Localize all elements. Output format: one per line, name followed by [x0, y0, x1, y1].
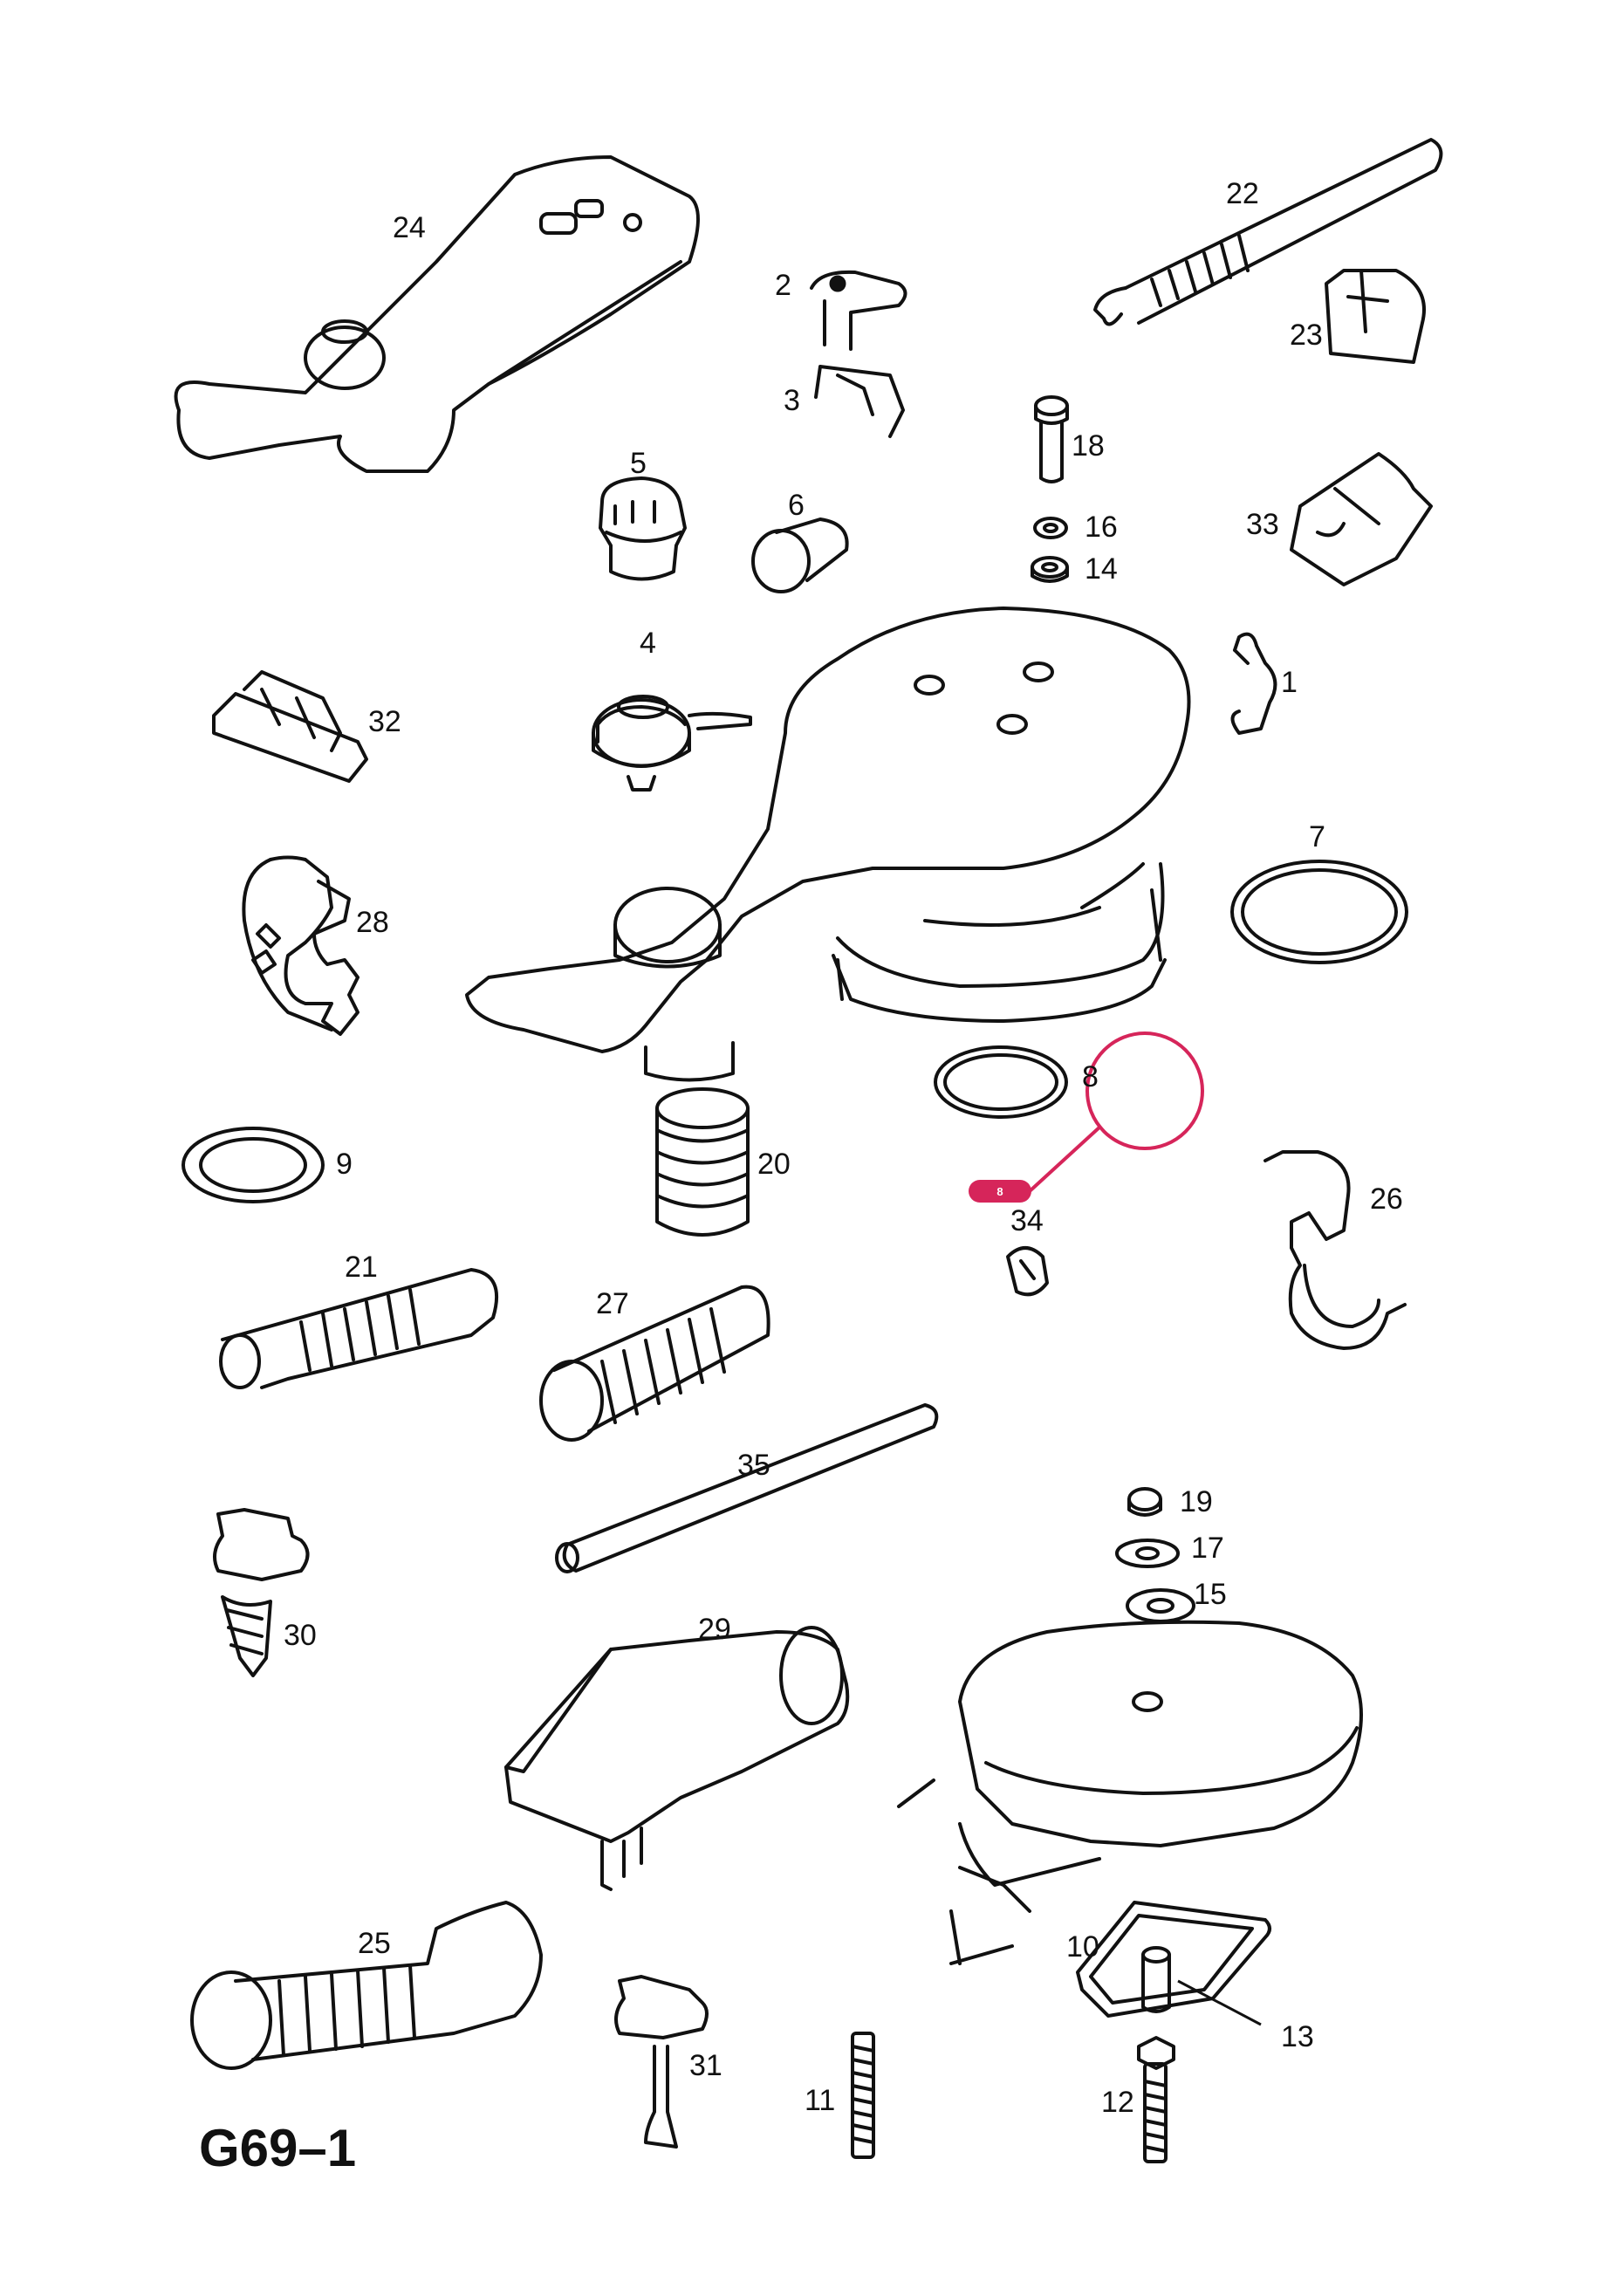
- part-23-clip[interactable]: [1325, 269, 1426, 364]
- part-28-bracket[interactable]: [242, 855, 360, 1036]
- part-6-cap[interactable]: [751, 517, 849, 593]
- callout-27: 27: [596, 1287, 629, 1320]
- callout-30: 30: [284, 1619, 317, 1652]
- callout-32: 32: [368, 705, 401, 738]
- callout-6: 6: [788, 489, 805, 522]
- figure-id: G69–1: [199, 2119, 356, 2177]
- callout-28: 28: [356, 906, 389, 939]
- part-25-hose[interactable]: [190, 1901, 543, 2070]
- part-32-clip[interactable]: [212, 670, 368, 783]
- part-3-bracket-clip[interactable]: [814, 365, 905, 438]
- callout-13: 13: [1281, 2020, 1314, 2053]
- callout-25: 25: [358, 1927, 391, 1960]
- part-4-vacuum-unit[interactable]: [592, 695, 752, 792]
- part-14-nut[interactable]: [1031, 556, 1069, 583]
- part-7-gasket-ring[interactable]: [1230, 860, 1408, 964]
- part-24-intake-housing[interactable]: [174, 155, 700, 473]
- callout-5: 5: [630, 447, 647, 480]
- callout-19: 19: [1180, 1485, 1213, 1518]
- leader-13: [1177, 1979, 1262, 2026]
- part-27-corrugated-hose[interactable]: [539, 1285, 770, 1442]
- callout-8: 8: [1082, 1060, 1099, 1093]
- part-12-threaded-stud[interactable]: [1137, 2036, 1175, 2163]
- callout-29: 29: [698, 1613, 731, 1646]
- callout-2: 2: [775, 269, 791, 302]
- part-5-knob[interactable]: [599, 476, 687, 581]
- part-35-tube[interactable]: [555, 1403, 939, 1573]
- part-15-washer[interactable]: [1126, 1588, 1195, 1623]
- callout-17: 17: [1191, 1532, 1224, 1565]
- part-17-washer[interactable]: [1115, 1539, 1180, 1568]
- part-26-hose-bracket[interactable]: [1263, 1150, 1407, 1350]
- callout-10: 10: [1066, 1930, 1099, 1964]
- callout-20: 20: [757, 1148, 791, 1181]
- callout-9: 9: [336, 1148, 353, 1181]
- part-9-washer[interactable]: [181, 1127, 325, 1203]
- callout-12: 12: [1101, 2086, 1134, 2119]
- callout-23: 23: [1290, 319, 1323, 352]
- part-34-clip[interactable]: [1006, 1246, 1049, 1297]
- callout-7: 7: [1309, 820, 1325, 853]
- callout-33: 33: [1246, 508, 1279, 541]
- part-21-corrugated-hose[interactable]: [219, 1268, 499, 1389]
- callout-11: 11: [805, 2084, 835, 2117]
- callout-22: 22: [1226, 177, 1259, 210]
- callout-4: 4: [640, 627, 656, 660]
- part-2-bracket[interactable]: [810, 270, 907, 351]
- part-33-bracket[interactable]: [1290, 452, 1433, 586]
- callout-35: 35: [737, 1449, 770, 1482]
- part-8-gasket-ring[interactable]: [934, 1045, 1068, 1119]
- callout-labels: 1 2 3 4 5 6 7 8 9 10 11 12 13 14 15 16 1…: [284, 177, 1403, 2119]
- callout-26: 26: [1370, 1182, 1403, 1216]
- highlight-callout-8: 8: [969, 1031, 1204, 1203]
- part-19-nut[interactable]: [1127, 1487, 1162, 1517]
- callout-3: 3: [784, 384, 800, 417]
- part-16-nut[interactable]: [1033, 517, 1068, 539]
- part-22-corrugated-hose[interactable]: [1093, 138, 1443, 326]
- part-30-plug[interactable]: [213, 1508, 310, 1677]
- callout-1: 1: [1281, 666, 1298, 699]
- part-29-intake-duct[interactable]: [504, 1626, 850, 1891]
- part-13-gasket[interactable]: [1076, 1901, 1271, 2018]
- callout-24: 24: [393, 211, 426, 244]
- part-20-bellows[interactable]: [655, 1087, 750, 1237]
- part-18-bolt[interactable]: [1034, 395, 1069, 483]
- callout-21: 21: [345, 1251, 378, 1284]
- callout-18: 18: [1072, 429, 1105, 463]
- part-10-stud[interactable]: [1141, 1946, 1171, 2013]
- callout-15: 15: [1194, 1578, 1227, 1611]
- part-31-plug[interactable]: [614, 1975, 709, 2149]
- air-filter-housing-assembly[interactable]: [465, 607, 1191, 1082]
- callout-34: 34: [1010, 1204, 1044, 1237]
- highlight-tag-text: 8: [996, 1185, 1003, 1198]
- air-filter-cover-assembly[interactable]: [897, 1620, 1363, 1965]
- part-11-threaded-stud[interactable]: [851, 2032, 875, 2159]
- callout-16: 16: [1085, 511, 1118, 544]
- part-1-spring-clip[interactable]: [1230, 632, 1277, 735]
- callout-14: 14: [1085, 552, 1118, 586]
- callout-31: 31: [689, 2049, 722, 2082]
